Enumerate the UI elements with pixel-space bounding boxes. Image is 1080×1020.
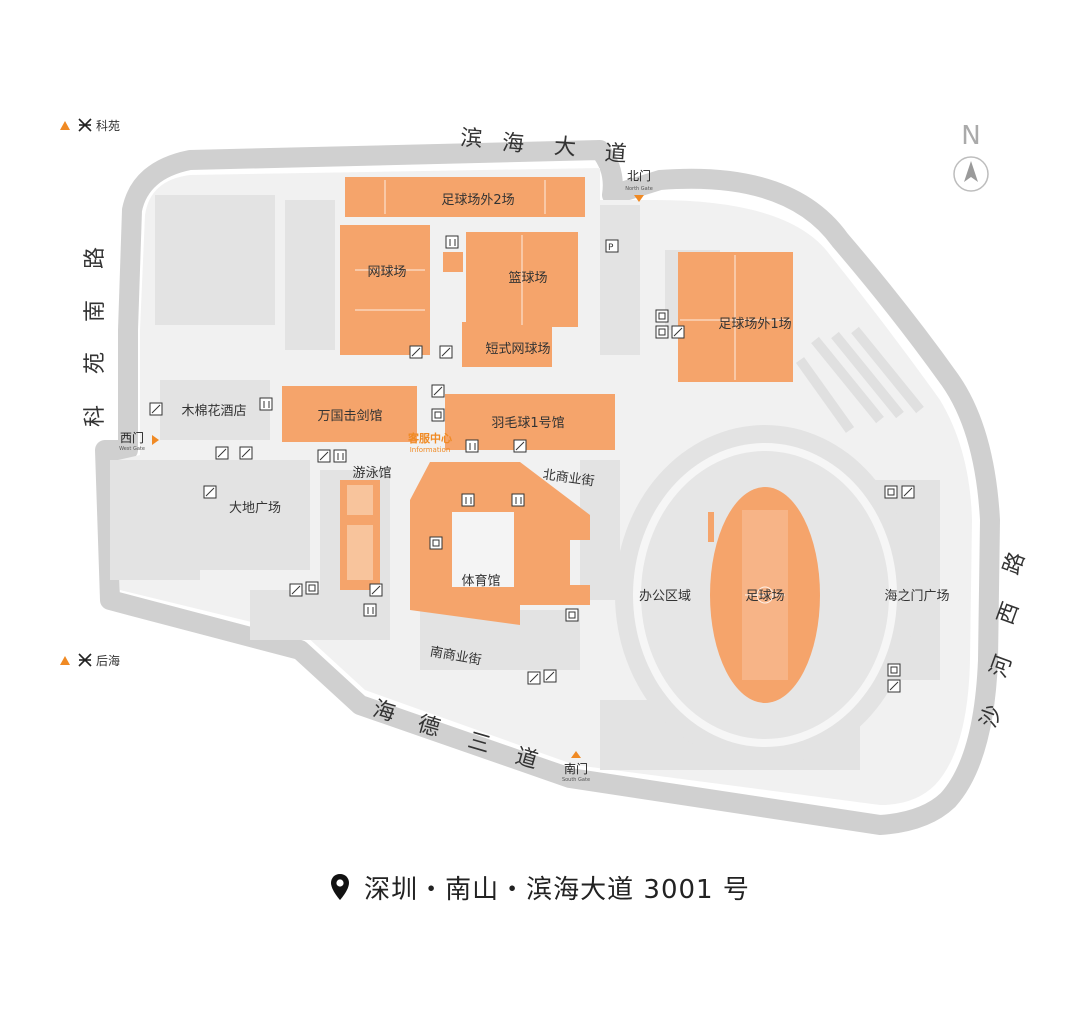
metro-icon: [78, 118, 92, 132]
label-fencing: 万国击剑馆: [317, 408, 382, 424]
metro-keyuan-label: 科苑: [96, 119, 120, 133]
label-badminton: 羽毛球1号馆: [491, 416, 564, 431]
address-text: 深圳・南山・滨海大道 3001 号: [364, 874, 750, 905]
compass: N: [953, 121, 989, 192]
tennis-court: [340, 225, 430, 355]
road-char: 大: [553, 134, 577, 160]
escalator-icon: [431, 384, 445, 398]
metro-houhai-label: 后海: [96, 653, 120, 668]
parking-stripes: [795, 326, 924, 433]
elevator-icon: [565, 608, 579, 622]
escalator-icon: [527, 671, 541, 685]
west-gate-en: West Gate: [119, 446, 145, 452]
metro-houhai: 后海: [60, 653, 120, 668]
restroom-icon: [333, 449, 347, 463]
label-dadi-plaza: 大地广场: [229, 501, 281, 516]
road-binhai: 滨 海 大 道: [459, 126, 628, 168]
restroom-icon: [465, 439, 479, 453]
label-swimming: 游泳馆: [352, 466, 391, 481]
svg-text:P: P: [608, 243, 614, 253]
fencing-hall: [282, 386, 417, 442]
road-char: 科: [83, 405, 108, 427]
escalator-icon: [887, 679, 901, 693]
south-gate-label: 南门: [564, 761, 588, 776]
location-pin-icon: [331, 874, 350, 900]
short-tennis-court: [462, 322, 552, 367]
label-tennis: 网球场: [367, 265, 406, 280]
restroom-icon: [461, 493, 475, 507]
label-short-tennis: 短式网球场: [485, 342, 550, 357]
road-keyuan: 科 苑 南 路: [83, 247, 108, 427]
elevator-icon: [431, 408, 445, 422]
label-football-outer-1: 足球场外1场: [718, 317, 791, 332]
escalator-icon: [671, 325, 685, 339]
address-bar: 深圳・南山・滨海大道 3001 号: [0, 865, 1080, 909]
metro-icon: [78, 653, 92, 667]
label-haizhimen: 海之门广场: [884, 589, 949, 604]
south-gate-en: South Gate: [562, 777, 590, 783]
escalator-icon: [317, 449, 331, 463]
facility-icons: P: [149, 235, 915, 693]
escalator-icon: [239, 446, 253, 460]
road-char: 路: [999, 549, 1030, 578]
label-stadium: 足球场: [745, 589, 784, 604]
field-lines: [355, 180, 790, 604]
road-char: 海: [501, 131, 525, 157]
escalator-icon: [215, 446, 229, 460]
road-char: 道: [604, 141, 628, 167]
label-hotel: 木棉花酒店: [181, 403, 246, 419]
restroom-icon: [259, 397, 273, 411]
metro-keyuan: 科苑: [60, 118, 120, 133]
label-north-street: 北商业街: [542, 467, 596, 489]
escalator-icon: [149, 402, 163, 416]
elevator-icon: [887, 663, 901, 677]
north-gate-label: 北门: [627, 168, 651, 183]
road-haide: 海 德 三 道: [370, 697, 541, 774]
escalator-icon: [203, 485, 217, 499]
label-office: 办公区域: [639, 589, 691, 604]
label-gymnasium: 体育馆: [461, 573, 500, 589]
road-char: 苑: [83, 352, 108, 374]
parking-icon: P: [605, 239, 619, 253]
west-gate-label: 西门: [120, 430, 144, 445]
elevator-icon: [655, 309, 669, 323]
restroom-icon: [511, 493, 525, 507]
south-gate: 南门 South Gate: [562, 751, 590, 783]
campus-map: N 滨 海 大 道 科 苑 南 路 沙 河 西 路 海 德 三 道 足球场外2场…: [60, 118, 1030, 835]
elevator-icon: [884, 485, 898, 499]
north-gate-en: North Gate: [625, 186, 653, 192]
escalator-icon: [409, 345, 423, 359]
outer-ring-road: [95, 140, 1000, 835]
escalator-icon: [369, 583, 383, 597]
label-info-en: Information: [410, 446, 451, 454]
north-gate: 北门 North Gate: [625, 168, 653, 202]
road-char: 滨: [459, 126, 483, 152]
label-football-outer-2: 足球场外2场: [441, 193, 514, 208]
label-basketball: 篮球场: [508, 271, 547, 286]
road-char: 路: [83, 247, 108, 269]
escalator-icon: [901, 485, 915, 499]
escalator-icon: [289, 583, 303, 597]
escalator-icon: [439, 345, 453, 359]
road-char: 南: [83, 300, 108, 322]
restroom-icon: [445, 235, 459, 249]
elevator-icon: [655, 325, 669, 339]
west-gate: 西门 West Gate: [119, 430, 159, 452]
escalator-icon: [543, 669, 557, 683]
compass-n-label: N: [961, 121, 980, 151]
label-info-cn: 客服中心: [407, 431, 452, 445]
elevator-icon: [305, 581, 319, 595]
restroom-icon: [363, 603, 377, 617]
venues: [282, 177, 820, 703]
elevator-icon: [429, 536, 443, 550]
escalator-icon: [513, 439, 527, 453]
